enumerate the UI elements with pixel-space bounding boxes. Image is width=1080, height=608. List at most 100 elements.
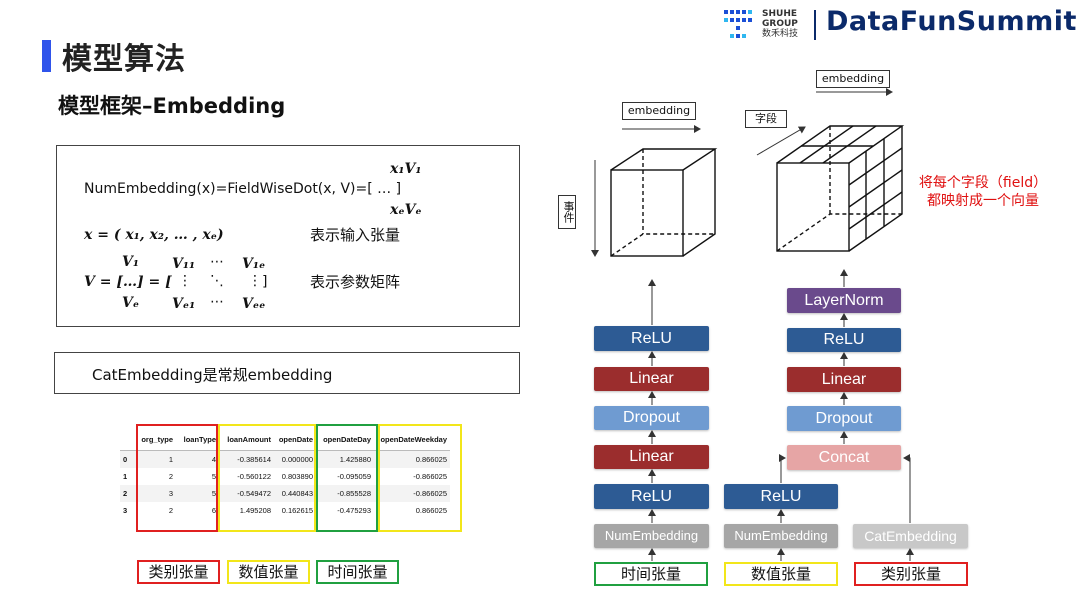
column-header: openDate bbox=[274, 428, 316, 451]
table-header-row: org_type loanType loanAmount openDate op… bbox=[120, 428, 450, 451]
table-cell: 0.440843 bbox=[274, 485, 316, 502]
title-accent-bar bbox=[42, 40, 51, 72]
page-title: 模型算法 bbox=[62, 42, 186, 77]
legend-categorical: 类别张量 bbox=[137, 560, 220, 584]
table-cell: -0.095059 bbox=[337, 472, 371, 481]
table-row: 0 1 4 -0.385614 0.000000 1.425880 0.8660… bbox=[120, 450, 450, 468]
logo-divider bbox=[814, 10, 816, 40]
cat-embedding-block: CatEmbedding bbox=[853, 524, 968, 548]
matrix-cell: Vₑₑ bbox=[242, 296, 266, 312]
table-cell: -0.385614 bbox=[219, 450, 274, 468]
matrix-cell: Vₑ₁ bbox=[172, 296, 196, 312]
formula-num-embedding: NumEmbedding(x)=FieldWiseDot(x, V)=[ … ] bbox=[84, 181, 402, 197]
formula-v-lhs: V = […] = [ bbox=[84, 274, 172, 290]
table-cell: 0.866025 bbox=[374, 450, 450, 468]
data-table-wrapper: org_type loanType loanAmount openDate op… bbox=[120, 428, 450, 519]
table-cell: 3 bbox=[123, 506, 128, 515]
right-relu: ReLU bbox=[787, 328, 901, 352]
table-cell: -0.866025 bbox=[413, 472, 447, 481]
time-columns-outline bbox=[316, 424, 378, 532]
field-tensor-cube bbox=[776, 125, 905, 252]
legend-numeric: 数值张量 bbox=[227, 560, 310, 584]
column-header: org_type bbox=[136, 428, 176, 451]
formula-x-definition: x = ( x₁, x₂, … , xₑ) bbox=[84, 227, 224, 243]
table-cell: 1.495208 bbox=[239, 506, 271, 515]
formula-top-entry: x₁V₁ bbox=[390, 161, 422, 177]
matrix-cell: V₁₁ bbox=[172, 256, 196, 272]
table-cell: -0.866025 bbox=[374, 485, 450, 502]
embedding-label-right: embedding bbox=[816, 70, 890, 88]
table-cell: 3 bbox=[136, 485, 176, 502]
matrix-bracket-right: ] bbox=[262, 274, 268, 290]
formula-box bbox=[56, 145, 520, 327]
table-cell: 4 bbox=[176, 450, 219, 468]
table-cell: 0.162615 bbox=[281, 506, 313, 515]
page-subtitle: 模型框架–Embedding bbox=[58, 94, 286, 118]
event-tensor-cube bbox=[610, 148, 718, 257]
right-layernorm: LayerNorm bbox=[787, 288, 901, 313]
left-linear-top: Linear bbox=[594, 367, 709, 391]
bottom-categorical-tensor: 类别张量 bbox=[854, 562, 968, 586]
table-cell: -0.549472 bbox=[219, 485, 274, 502]
matrix-cell: ⋮ bbox=[178, 273, 192, 289]
embedding-label-left: embedding bbox=[622, 102, 696, 120]
table-row: 2 3 5 -0.549472 0.440843 -0.855528 -0.86… bbox=[120, 485, 450, 502]
data-table: org_type loanType loanAmount openDate op… bbox=[120, 428, 450, 519]
cat-embedding-note: CatEmbedding是常规embedding bbox=[92, 366, 333, 384]
left-dropout: Dropout bbox=[594, 406, 709, 430]
matrix-cell: ⋯ bbox=[210, 254, 224, 270]
matrix-cell: ⋱ bbox=[210, 273, 224, 289]
cat-embedding-box bbox=[54, 352, 520, 394]
event-label: 事件 bbox=[558, 195, 576, 229]
table-cell: 1 bbox=[136, 450, 176, 468]
logo-line-2: GROUP bbox=[762, 19, 798, 29]
bottom-time-tensor: 时间张量 bbox=[594, 562, 708, 586]
table-row: 3 2 6 1.495208 0.162615 -0.475293 0.8660… bbox=[120, 502, 450, 519]
table-cell: -0.475293 bbox=[337, 506, 371, 515]
table-cell: 0.000000 bbox=[274, 450, 316, 468]
table-cell: 5 bbox=[176, 485, 219, 502]
formula-v-top: V₁ bbox=[122, 254, 139, 270]
shuhe-logo-text: SHUHE GROUP 数禾科技 bbox=[762, 9, 798, 39]
column-header: openDateDay bbox=[316, 428, 374, 451]
right-linear: Linear bbox=[787, 367, 901, 392]
table-cell: 0 bbox=[120, 450, 136, 468]
column-header: loanAmount bbox=[219, 428, 274, 451]
field-axis-arrow bbox=[756, 126, 806, 156]
cat-to-concat-arrow bbox=[903, 454, 911, 523]
legend-time: 时间张量 bbox=[316, 560, 399, 584]
shuhe-logo-icon bbox=[724, 10, 752, 38]
table-cell: -0.560122 bbox=[237, 472, 271, 481]
left-num-embedding: NumEmbedding bbox=[594, 524, 709, 548]
right-concat: Concat bbox=[787, 445, 901, 470]
left-linear-bottom: Linear bbox=[594, 445, 709, 469]
right-dropout: Dropout bbox=[787, 406, 901, 431]
left-relu-top: ReLU bbox=[594, 326, 709, 351]
table-cell: 6 bbox=[211, 506, 216, 515]
table-cell: 2 bbox=[120, 485, 136, 502]
left-relu-bottom: ReLU bbox=[594, 484, 709, 509]
table-cell: 5 bbox=[211, 472, 216, 481]
field-label: 字段 bbox=[745, 110, 787, 128]
formula-v-description: 表示参数矩阵 bbox=[310, 273, 401, 291]
table-cell: 2 bbox=[168, 472, 173, 481]
formula-v-bottom: Vₑ bbox=[122, 295, 140, 311]
table-cell: -0.855528 bbox=[316, 485, 374, 502]
table-cell: 0.803890 bbox=[281, 472, 313, 481]
mid-num-embedding: NumEmbedding bbox=[724, 524, 838, 548]
table-row: 1 2 5 -0.560122 0.803890 -0.095059 -0.86… bbox=[120, 468, 450, 485]
table-cell: 1.425880 bbox=[316, 450, 374, 468]
formula-bottom-entry: xₑVₑ bbox=[390, 202, 422, 218]
mid-to-concat-arrow bbox=[779, 454, 786, 483]
table-cell: 0.866025 bbox=[415, 506, 447, 515]
categorical-columns-outline bbox=[136, 424, 218, 532]
column-header: openDateWeekday bbox=[374, 428, 450, 451]
datafun-summit-logo: DataFunSummit bbox=[826, 6, 1077, 37]
matrix-cell: ⋯ bbox=[210, 294, 224, 310]
logo-line-3: 数禾科技 bbox=[762, 29, 799, 39]
matrix-cell: V₁ₑ bbox=[242, 256, 266, 272]
column-header: loanType bbox=[176, 428, 219, 451]
numeric-columns-outline-2 bbox=[378, 424, 462, 532]
bottom-numeric-tensor: 数值张量 bbox=[724, 562, 838, 586]
